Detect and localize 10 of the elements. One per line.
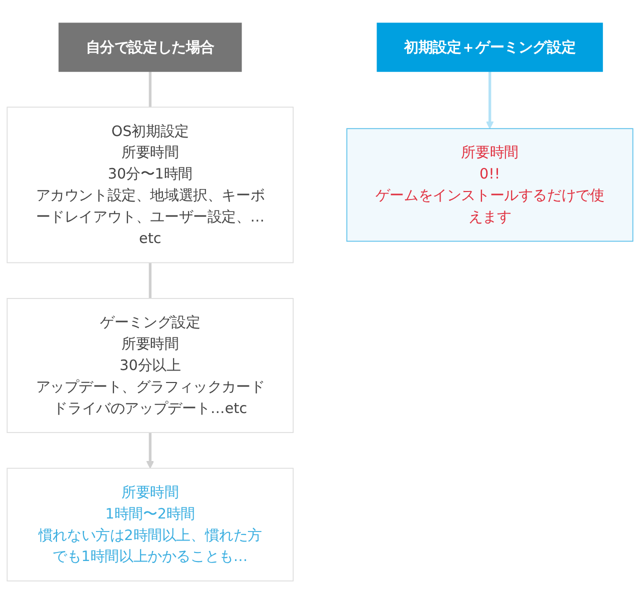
node-box: ゲーミング設定 所要時間 30分以上 アップデート、グラフィックカードドライバのアップデート…etc [6,298,294,433]
connector [148,262,152,298]
node-box: 所要時間 0!! ゲームをインストールするだけで使えます [346,128,634,242]
connector [148,71,152,108]
arrow [486,71,494,129]
node-box: 所要時間 1時間〜2時間 慣れない方は2時間以上、慣れた方でも1時間以上かかることも… [6,468,294,582]
arrow [146,432,154,469]
node-box: 初期設定＋ゲーミング設定 [376,22,603,72]
node-box: 自分で設定した場合 [58,22,242,72]
node-box: OS初期設定 所要時間 30分〜1時間 アカウント設定、地域選択、キーボードレイアウト、ユーザー設定、…etc [6,106,294,264]
